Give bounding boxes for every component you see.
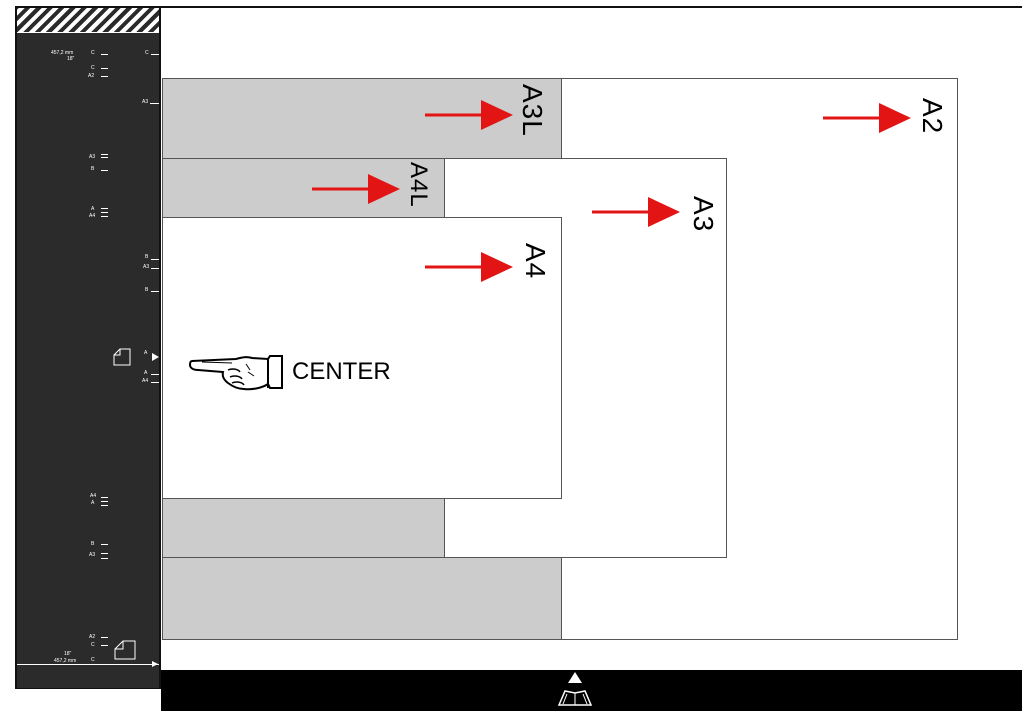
ruler-label-inch: 18" bbox=[67, 56, 75, 62]
ruler-tick bbox=[101, 544, 108, 545]
ruler-tick bbox=[150, 103, 159, 104]
ruler-mark: B bbox=[91, 541, 95, 547]
ruler-mark: A3 bbox=[89, 154, 96, 160]
ruler-mark: C bbox=[91, 642, 95, 648]
ruler-mark: A2 bbox=[89, 634, 96, 640]
ruler-mark: A4 bbox=[142, 378, 149, 384]
ruler-tick bbox=[151, 382, 159, 383]
ruler-tick bbox=[101, 637, 108, 638]
ruler-mark: C bbox=[145, 50, 149, 56]
ruler-end-arrow-icon bbox=[152, 661, 158, 667]
ruler-tick bbox=[101, 54, 108, 55]
paper-corner-icon bbox=[114, 640, 136, 660]
ruler-mark: C bbox=[91, 65, 95, 71]
ruler-tick bbox=[101, 170, 108, 171]
ruler-tick bbox=[101, 157, 108, 158]
ruler-mark: C bbox=[91, 50, 95, 56]
paper-corner-icon bbox=[113, 348, 131, 366]
ruler-bottom-mm: 457,2 mm bbox=[54, 658, 77, 664]
ruler-tick bbox=[101, 208, 108, 209]
ruler-mark: A bbox=[144, 370, 148, 376]
ruler-mark: B bbox=[91, 166, 95, 172]
play-pointer-icon bbox=[152, 353, 159, 361]
label-a2: A2 bbox=[917, 98, 948, 135]
label-a3: A3 bbox=[688, 196, 719, 233]
label-a3l: A3L bbox=[517, 84, 548, 137]
arrow-a4l bbox=[312, 174, 400, 204]
ruler-bottom-line bbox=[17, 664, 159, 665]
ruler-mark: A3 bbox=[142, 99, 149, 105]
ruler-footer bbox=[15, 688, 161, 711]
ruler-tick bbox=[101, 497, 108, 498]
ruler-tick bbox=[101, 645, 108, 646]
ruler-mark: A bbox=[91, 206, 95, 212]
arrow-a4 bbox=[425, 252, 513, 282]
ruler-hatch bbox=[17, 8, 159, 33]
arrow-a3 bbox=[592, 197, 680, 227]
label-a4: A4 bbox=[520, 243, 551, 280]
ruler-tick bbox=[101, 212, 108, 213]
ruler-tick bbox=[101, 553, 108, 554]
ruler-tick bbox=[151, 291, 159, 292]
center-label: CENTER bbox=[292, 358, 391, 385]
pointing-hand-icon bbox=[188, 355, 283, 391]
ruler-mark: A4 bbox=[89, 213, 96, 219]
ruler-tick bbox=[101, 154, 108, 155]
ruler-tick bbox=[151, 268, 159, 269]
ruler-mark: A4 bbox=[90, 493, 97, 499]
ruler-tick bbox=[101, 68, 108, 69]
ruler-tick bbox=[101, 76, 108, 77]
bottom-bar bbox=[161, 670, 1022, 711]
label-a4l: A4L bbox=[405, 162, 432, 208]
ruler-mark: A bbox=[91, 500, 95, 506]
ruler-mark: C bbox=[91, 657, 95, 663]
ruler-mark: A bbox=[144, 350, 148, 356]
ruler-tick bbox=[151, 374, 159, 375]
up-triangle-icon[interactable] bbox=[568, 672, 582, 683]
ruler-tick bbox=[151, 259, 159, 260]
ruler-label-mm: 457,2 mm bbox=[51, 50, 74, 56]
ruler-bottom-inch: 18" bbox=[64, 651, 72, 657]
ruler-mark: B bbox=[145, 287, 149, 293]
ruler-tick bbox=[101, 558, 108, 559]
ruler-mark: A3 bbox=[143, 264, 150, 270]
ruler-tick bbox=[101, 216, 108, 217]
arrow-a3l bbox=[425, 100, 513, 130]
ruler-mark: A3 bbox=[89, 552, 96, 558]
left-ruler: 457,2 mm 18" C C A2 C A3 A3 B A A4 B A3 … bbox=[17, 8, 161, 688]
arrow-a2 bbox=[823, 103, 911, 133]
ruler-mark: B bbox=[145, 254, 149, 260]
ruler-tick bbox=[151, 54, 159, 55]
ruler-mark: A2 bbox=[88, 73, 95, 79]
ruler-tick bbox=[101, 505, 108, 506]
book-scan-icon bbox=[557, 690, 593, 706]
ruler-tick bbox=[101, 501, 108, 502]
